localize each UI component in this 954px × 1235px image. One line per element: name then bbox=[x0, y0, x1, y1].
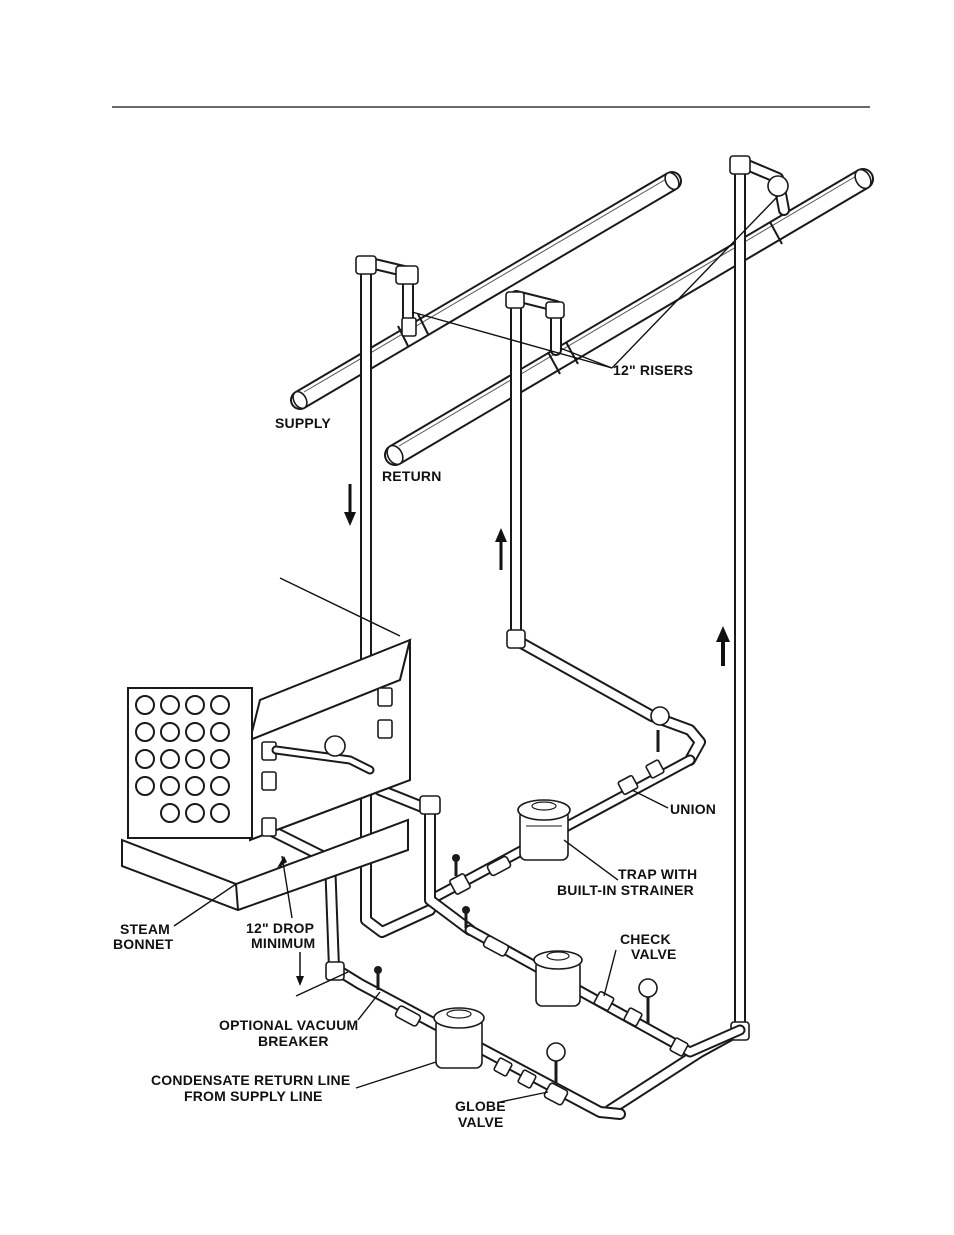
risers-label: 12" RISERS bbox=[613, 362, 693, 378]
heater-coil-unit bbox=[121, 638, 412, 912]
trap-label-line2: BUILT-IN STRAINER bbox=[557, 882, 694, 898]
middle-trap-body bbox=[533, 950, 583, 1007]
coil-face-pattern bbox=[135, 695, 230, 823]
drop-label-line2: MINIMUM bbox=[251, 935, 315, 951]
vacuum-breaker-label-line1: OPTIONAL VACUUM bbox=[219, 1017, 358, 1033]
steam-bonnet-label-line1: STEAM bbox=[120, 921, 170, 937]
return-header-pipe bbox=[384, 168, 874, 466]
globe-valve-label-line1: GLOBE bbox=[455, 1098, 506, 1114]
drop-label-line1: 12" DROP bbox=[246, 920, 314, 936]
globe-valve-label-line2: VALVE bbox=[458, 1114, 504, 1130]
trap-label-line1: TRAP WITH bbox=[618, 866, 697, 882]
upper-trap-body bbox=[517, 799, 571, 861]
condensate-label-line1: CONDENSATE RETURN LINE bbox=[151, 1072, 350, 1088]
union-label: UNION bbox=[670, 801, 716, 817]
return-label: RETURN bbox=[382, 468, 442, 484]
tall-return-riser-pipe bbox=[604, 155, 790, 1116]
leader-lines bbox=[173, 195, 779, 1103]
flow-arrow-up-return bbox=[495, 528, 507, 570]
drop-dimension-arrow bbox=[277, 856, 304, 986]
lower-trap-body bbox=[433, 1007, 485, 1069]
middle-trap-line bbox=[462, 906, 746, 1058]
flow-arrow-up-tall-return bbox=[716, 626, 730, 666]
return-riser-pipe bbox=[505, 290, 706, 766]
check-valve-label-line1: CHECK bbox=[620, 931, 671, 947]
supply-label: SUPPLY bbox=[275, 415, 331, 431]
upper-trap-line bbox=[374, 730, 696, 936]
supply-riser-pipe bbox=[355, 255, 436, 938]
vacuum-breaker-label-line2: BREAKER bbox=[258, 1033, 329, 1049]
steam-bonnet-label-line2: BONNET bbox=[113, 936, 174, 952]
check-valve-label-line2: VALVE bbox=[631, 946, 677, 962]
flow-arrow-down-supply bbox=[344, 484, 356, 526]
condensate-label-line2: FROM SUPPLY LINE bbox=[184, 1088, 323, 1104]
